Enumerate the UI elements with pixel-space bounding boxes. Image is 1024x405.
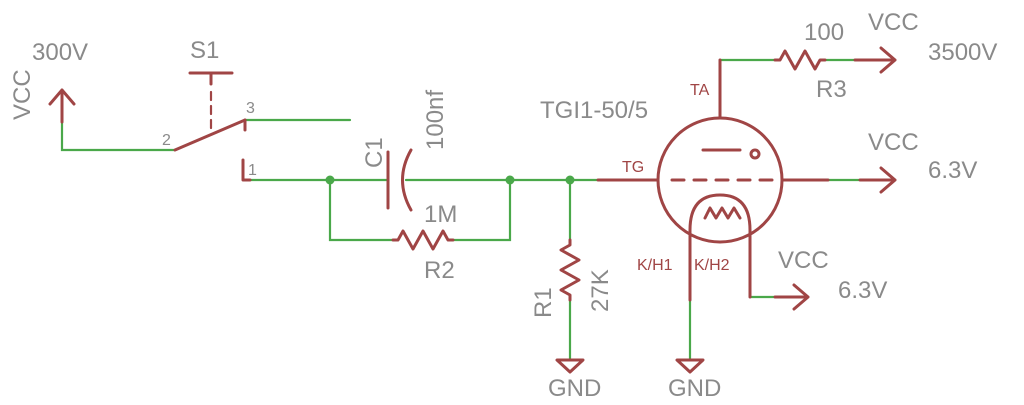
switch-s1-label: S1 (190, 37, 219, 64)
tube-pin-k1-label: K/H1 (637, 257, 673, 274)
wires (60, 58, 862, 362)
capacitor-c1-name-label: C1 (361, 137, 388, 168)
capacitor-c1: C1 100nf (361, 90, 449, 212)
junction-dot (325, 175, 335, 185)
vcc-heater-2-net-label: VCC (778, 247, 829, 274)
resistor-r3-name-label: R3 (816, 76, 847, 103)
resistor-r2-value-label: 1M (424, 201, 457, 228)
vcc-300v-value-label: 300V (32, 39, 88, 66)
vcc-heater-2-value-label: 6.3V (838, 277, 887, 304)
switch-s1: S1 2 3 1 (162, 37, 257, 182)
resistor-r1: R1 27K (530, 238, 614, 318)
vcc-heater-1-net-label: VCC (868, 129, 919, 156)
junction-dot (505, 175, 515, 185)
resistor-r3: 100 R3 (773, 19, 847, 103)
vcc-300v-net-label: VCC (9, 69, 36, 120)
tube-pin-anode-label: TA (690, 82, 710, 99)
vcc-3500v-value-label: 3500V (928, 39, 997, 66)
resistor-r1-value-label: 27K (587, 269, 614, 312)
resistor-r2: 1M R2 (391, 201, 457, 284)
ground-symbol-cathode: GND (668, 358, 721, 402)
resistor-r2-name-label: R2 (424, 257, 455, 284)
switch-pin-3-label: 3 (246, 100, 255, 117)
vcc-supply-3500v: VCC 3500V (853, 9, 997, 74)
vcc-3500v-net-label: VCC (868, 9, 919, 36)
junction-dot (565, 175, 575, 185)
vcc-supply-300v: VCC 300V (9, 39, 88, 124)
tube-pin-k2-label: K/H2 (694, 257, 730, 274)
switch-pin-1-label: 1 (248, 162, 257, 179)
ground-label-cathode: GND (668, 375, 721, 402)
tube-pin-grid-label: TG (622, 159, 644, 176)
vcc-supply-heater-2: VCC 6.3V (773, 247, 887, 311)
vcc-supply-heater-1: VCC 6.3V (858, 129, 977, 194)
ground-label-r1: GND (548, 375, 601, 402)
resistor-r3-value-label: 100 (804, 19, 844, 46)
resistor-r1-name-label: R1 (530, 287, 557, 318)
vcc-heater-1-value-label: 6.3V (928, 157, 977, 184)
thyratron-tube: TGI1-50/5 TA TG K/H1 K/H2 (540, 58, 830, 302)
tube-name-label: TGI1-50/5 (540, 97, 648, 124)
switch-pin-2-label: 2 (162, 132, 171, 149)
ground-symbol-r1: GND (548, 358, 601, 402)
capacitor-c1-value-label: 100nf (422, 90, 449, 150)
